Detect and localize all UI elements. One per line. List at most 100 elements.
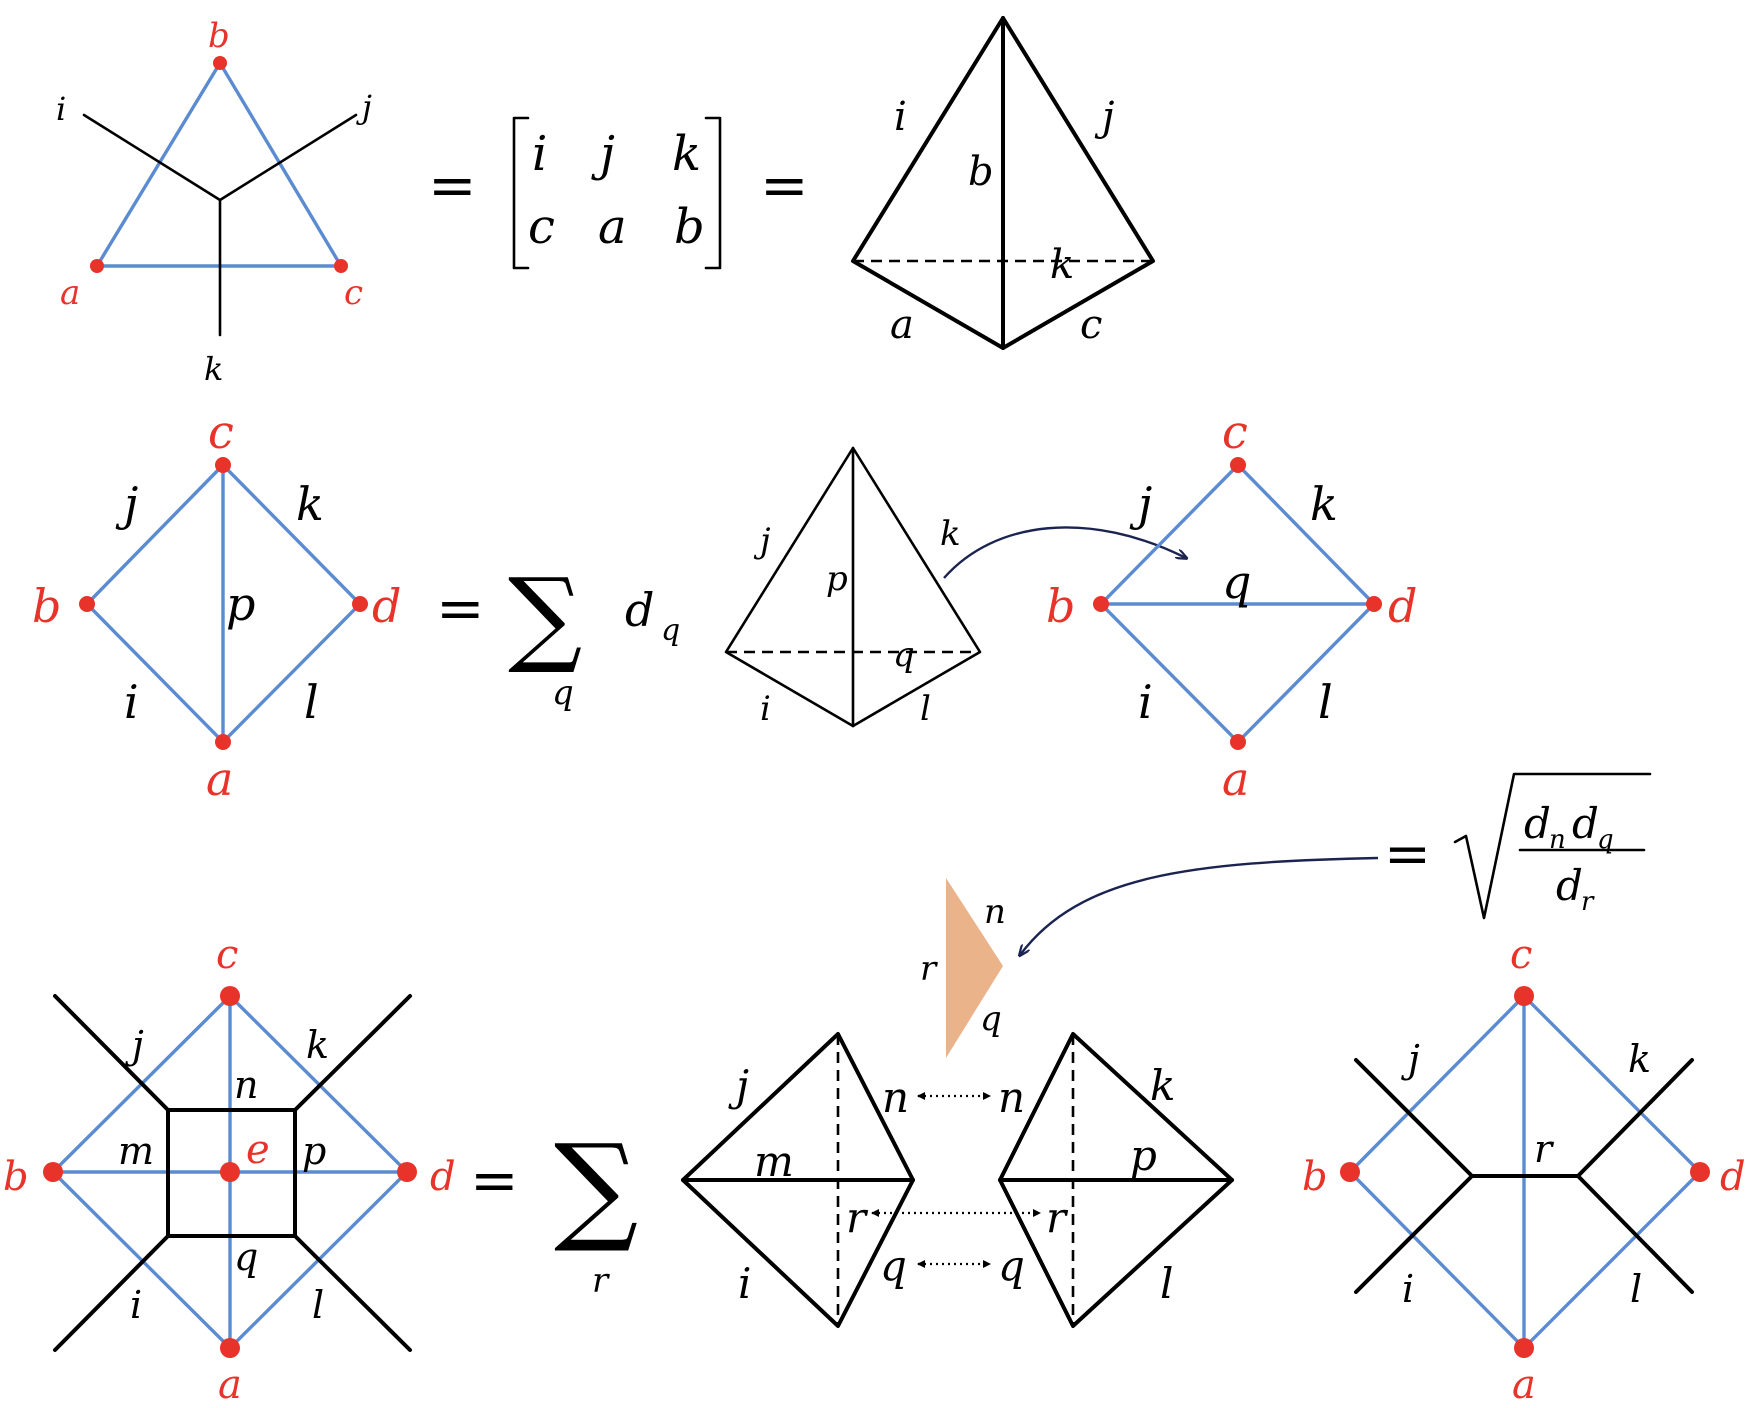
vertex-d [1366, 596, 1382, 612]
tetra-outline [851, 16, 1155, 350]
label-p: p [226, 577, 255, 631]
label-i: i [56, 90, 66, 128]
label-d: d [1388, 579, 1417, 633]
label-c: c [208, 405, 234, 459]
label-a: a [60, 273, 80, 313]
sum-index-r: r [592, 1261, 610, 1301]
vertex-c [1514, 986, 1534, 1006]
label-m: m [118, 1129, 154, 1173]
equals-sign-3: = [436, 574, 485, 642]
right-tetra-label-n: n [998, 1073, 1025, 1122]
left-bracket [512, 116, 530, 270]
row2-right-diamond: c b a d j k i l q [1046, 405, 1417, 806]
label-l: l [1318, 675, 1333, 729]
label-j: j [356, 88, 372, 126]
outer-line-k [293, 994, 412, 1112]
edge-i-line [82, 113, 222, 202]
tetra-label-p: p [826, 559, 848, 599]
right-tetra-label-k: k [1150, 1061, 1175, 1110]
sqrt-sign [1453, 772, 1652, 920]
vertex-c [334, 259, 348, 273]
label-n: n [234, 1063, 258, 1107]
line-j [1354, 1058, 1474, 1178]
equals-sign: = [428, 151, 477, 219]
row3-left-tetrahedron: j m n r q i [681, 1032, 915, 1328]
left-tetra-label-m: m [754, 1137, 794, 1186]
sum-symbol-2: ∑ [554, 1118, 638, 1256]
sum-index-q: q [552, 673, 574, 713]
right-bracket [704, 116, 722, 270]
outer-line-i [53, 1234, 170, 1352]
wedge-label-n: n [984, 892, 1006, 932]
label-j: j [1401, 1037, 1420, 1081]
equals-sign-2: = [760, 151, 809, 219]
vertex-a [1230, 734, 1246, 750]
numerator-d1: d [1524, 799, 1551, 848]
wedge-label-r: r [920, 949, 938, 989]
label-k: k [1628, 1037, 1651, 1081]
row3-right-diamond: c b a d j k r i l [1302, 932, 1746, 1408]
left-tetra-label-n: n [882, 1073, 909, 1122]
black-square [166, 1108, 297, 1238]
label-l: l [304, 675, 319, 729]
tetra-label-j: j [1094, 94, 1114, 140]
coefficient-subscript-q: q [661, 613, 680, 648]
row1-triangle-diagram: b a c i j k [56, 16, 372, 388]
label-i: i [1138, 675, 1153, 729]
numerator-sub-n: n [1549, 825, 1566, 855]
right-tetra-label-q: q [998, 1241, 1025, 1290]
vertex-b [1340, 1162, 1360, 1182]
label-a: a [1512, 1362, 1536, 1408]
vertex-d [1690, 1162, 1710, 1182]
vertex-b [1093, 596, 1109, 612]
matrix-a: a [598, 199, 627, 255]
label-d: d [430, 1154, 456, 1200]
sum-symbol: ∑ [508, 555, 582, 677]
tetra-label-l: l [920, 689, 931, 729]
label-a: a [1222, 752, 1249, 806]
matrix-j: j [591, 126, 615, 182]
numerator-sub-q: q [1597, 825, 1614, 855]
tetra-label-k: k [1050, 242, 1074, 288]
vertex-c [1230, 457, 1246, 473]
vertex-d [397, 1162, 417, 1182]
label-c: c [344, 273, 363, 313]
vertex-c [215, 457, 231, 473]
right-tetra-label-r: r [1046, 1193, 1069, 1242]
label-b: b [208, 16, 230, 56]
right-tetra-label-l: l [1160, 1259, 1173, 1308]
row2-tetrahedron: j k p q i l [724, 446, 982, 729]
matrix-c: c [528, 199, 555, 255]
label-c: c [216, 932, 238, 978]
tetra-label-b: b [968, 149, 994, 195]
label-l: l [312, 1283, 324, 1327]
matrix-b: b [674, 199, 705, 255]
six-j-matrix: i j k c a b [512, 116, 722, 270]
matrix-i: i [532, 126, 547, 182]
vertex-a [220, 1338, 240, 1358]
tetra-label-c: c [1080, 302, 1102, 348]
left-tetra-label-j: j [728, 1061, 749, 1110]
vertex-a [1514, 1338, 1534, 1358]
vertex-b [43, 1162, 63, 1182]
left-tetra-label-q: q [880, 1241, 907, 1290]
label-d: d [372, 579, 401, 633]
line-i [1354, 1174, 1474, 1294]
outer-line-j [53, 994, 170, 1112]
outer-line-l [293, 1234, 412, 1352]
label-b: b [32, 579, 61, 633]
row1-tetrahedron: i j b k a c [851, 16, 1155, 350]
label-c: c [1510, 932, 1532, 978]
label-j: j [1129, 477, 1152, 531]
label-q: q [234, 1235, 258, 1279]
label-b: b [1046, 579, 1075, 633]
label-c: c [1222, 405, 1248, 459]
label-p: p [302, 1129, 326, 1173]
orange-wedge: n r q [920, 878, 1006, 1058]
label-d: d [1720, 1154, 1746, 1200]
equals-sign-4: = [470, 1146, 519, 1214]
label-e: e [246, 1127, 270, 1173]
numerator-d2: d [1572, 799, 1599, 848]
